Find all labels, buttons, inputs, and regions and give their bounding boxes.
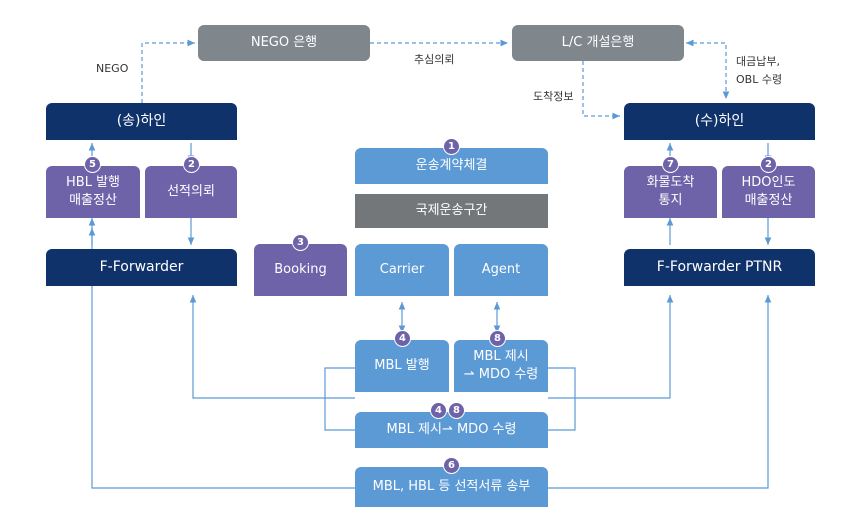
cargo-arrival-box: 화물도착 통지 (624, 166, 717, 218)
payment-label: 대금납부, OBL 수령 (736, 53, 782, 88)
f-forwarder-box: F-Forwarder (46, 249, 237, 286)
lc-bank-box: L/C 개설은행 (512, 25, 684, 61)
step-badge-5: 5 (84, 156, 101, 173)
cargo-arrival-line1: 화물도착 (646, 174, 695, 190)
step-badge-4-carrier: 4 (394, 330, 411, 347)
hdo-delivery-line1: HDO인도 (741, 174, 796, 190)
step-badge-2-left: 2 (183, 156, 200, 173)
payment-label-line2: OBL 수령 (736, 72, 783, 86)
shipping-request-box: 선적의뢰 (145, 166, 237, 218)
step-badge-1: 1 (443, 138, 460, 155)
step-badge-8-agent: 8 (489, 330, 506, 347)
consignee-box: (수)하인 (624, 103, 815, 140)
agent-box: Agent (454, 244, 548, 296)
payment-label-line1: 대금납부, (736, 55, 780, 68)
carrier-box: Carrier (355, 244, 449, 296)
hbl-issue-line2: 매출정산 (69, 193, 117, 208)
nego-label: NEGO (96, 62, 129, 75)
step-badge-6: 6 (443, 457, 460, 474)
hdo-delivery-box: HDO인도 매출정산 (722, 166, 815, 218)
step-badge-8-mid: 8 (448, 402, 465, 419)
hbl-issue-box: HBL 발행 매출정산 (46, 166, 140, 218)
mbl-present-line2: ⇀ MDO 수령 (463, 367, 539, 382)
mbl-present-box: MBL 제시 ⇀ MDO 수령 (454, 340, 548, 392)
nego-bank-box: NEGO 은행 (198, 25, 370, 61)
hbl-issue-line1: HBL 발행 (66, 174, 120, 190)
step-badge-4-mid: 4 (430, 402, 447, 419)
mbl-present-line1: MBL 제시 (473, 348, 529, 364)
step-badge-7: 7 (662, 156, 679, 173)
f-forwarder-ptnr-box: F-Forwarder PTNR (624, 249, 815, 286)
collection-request-label: 추심의뢰 (414, 53, 455, 66)
mbl-issue-box: MBL 발행 (355, 340, 449, 392)
booking-box: Booking (254, 244, 347, 296)
hdo-delivery-line2: 매출정산 (744, 193, 793, 208)
shipper-box: (송)하인 (46, 103, 237, 140)
arrival-info-label: 도착정보 (533, 90, 574, 103)
cargo-arrival-line2: 통지 (658, 193, 683, 208)
step-badge-2-right: 2 (760, 156, 777, 173)
step-badge-3: 3 (292, 234, 309, 251)
intl-transport-box: 국제운송구간 (355, 194, 548, 228)
